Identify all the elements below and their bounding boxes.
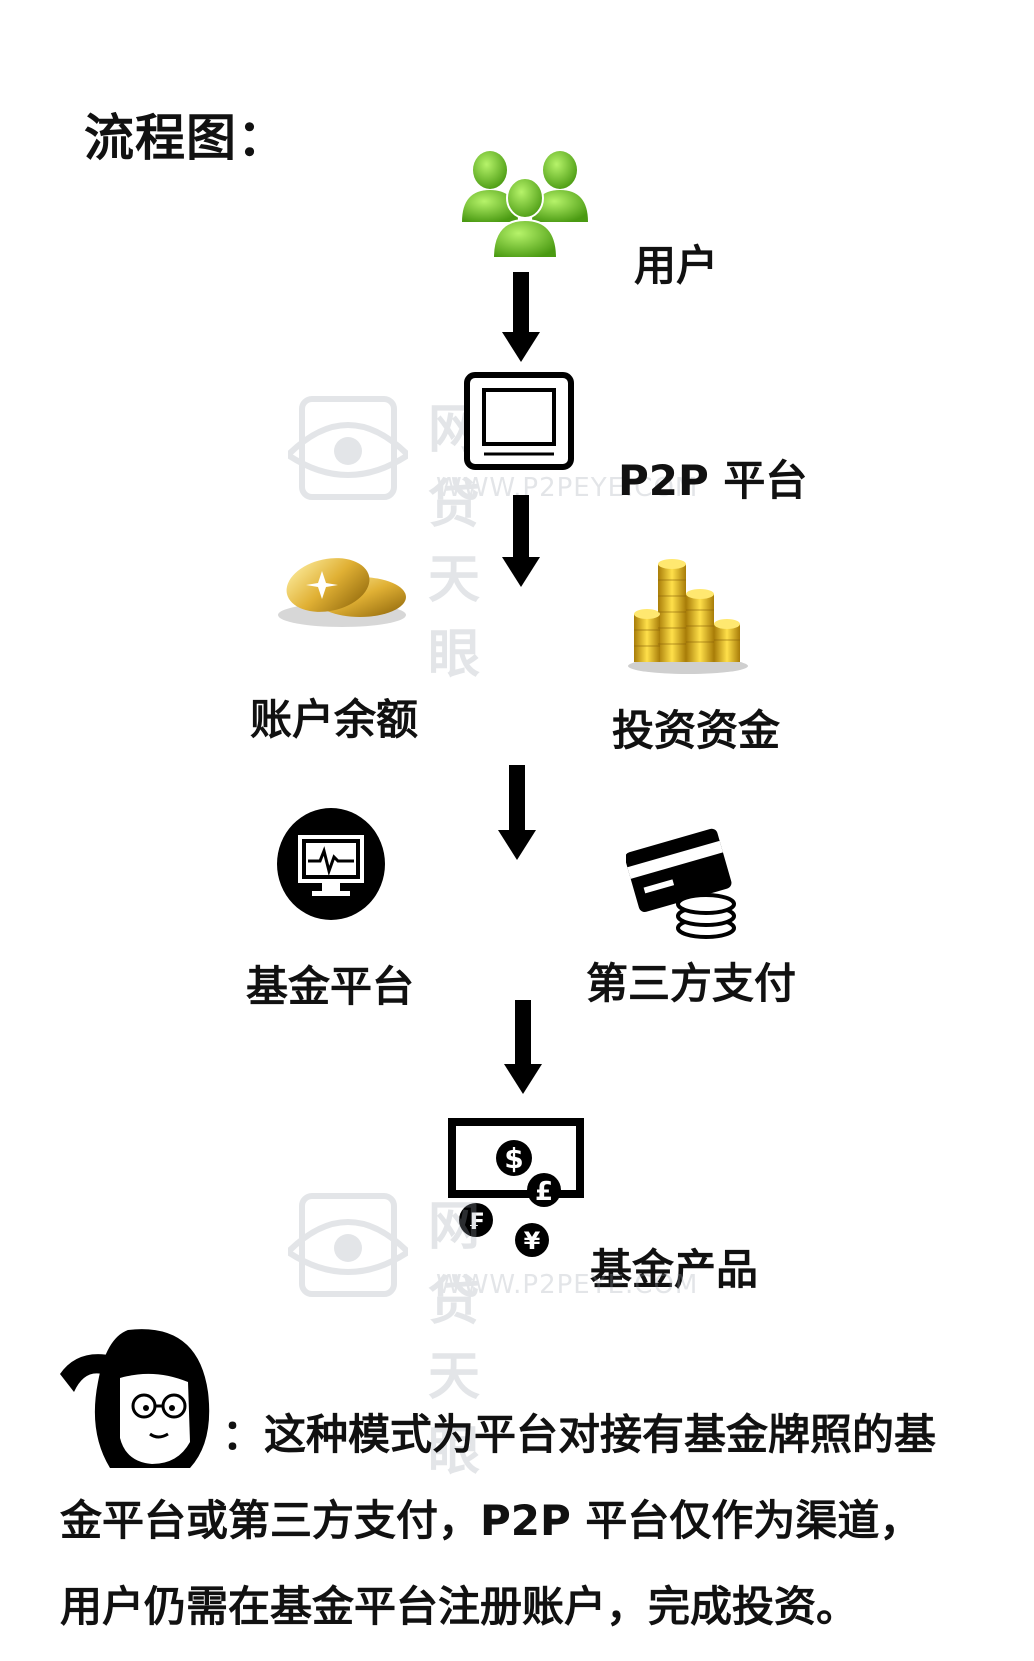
user-label: 用户 bbox=[634, 241, 719, 290]
watermark: 网贷天眼 WWW.P2PEYE.COM bbox=[283, 1192, 697, 1482]
users-icon bbox=[462, 151, 588, 259]
balance-label: 账户余额 bbox=[250, 695, 419, 744]
flow-arrow bbox=[502, 272, 540, 362]
tablet-icon bbox=[464, 372, 574, 470]
note-line-1: ：这种模式为平台对接有基金牌照的基 bbox=[222, 1410, 937, 1459]
currency-icon: $ £ ₣ ¥ bbox=[448, 1118, 584, 1257]
flow-arrow bbox=[498, 765, 536, 860]
invest-label: 投资资金 bbox=[612, 706, 781, 755]
svg-text:¥: ¥ bbox=[524, 1227, 541, 1255]
flow-arrow bbox=[504, 1000, 542, 1094]
eye-logo-icon bbox=[283, 1193, 413, 1297]
third-party-label: 第三方支付 bbox=[586, 959, 797, 1008]
gold-coin-icon bbox=[278, 558, 406, 627]
p2p-label: P2P 平台 bbox=[618, 456, 808, 505]
fund-platform-label: 基金平台 bbox=[246, 962, 415, 1011]
svg-text:$: $ bbox=[504, 1142, 523, 1175]
svg-text:₣: ₣ bbox=[468, 1210, 483, 1235]
girl-avatar-icon bbox=[60, 1329, 210, 1468]
watermark: 网贷天眼 WWW.P2PEYE.COM bbox=[283, 395, 697, 685]
monitor-pulse-icon bbox=[277, 808, 385, 920]
fund-product-label: 基金产品 bbox=[590, 1245, 759, 1294]
coin-stack-icon bbox=[628, 559, 748, 674]
page-title: 流程图： bbox=[84, 109, 288, 167]
svg-text:£: £ bbox=[535, 1177, 553, 1207]
credit-card-coins-icon bbox=[626, 828, 736, 939]
flow-arrow bbox=[502, 495, 540, 587]
eye-logo-icon bbox=[283, 396, 413, 500]
note-line-3: 用户仍需在基金平台注册账户，完成投资。 bbox=[60, 1582, 859, 1631]
note-line-2: 金平台或第三方支付，P2P 平台仅作为渠道， bbox=[60, 1496, 922, 1545]
